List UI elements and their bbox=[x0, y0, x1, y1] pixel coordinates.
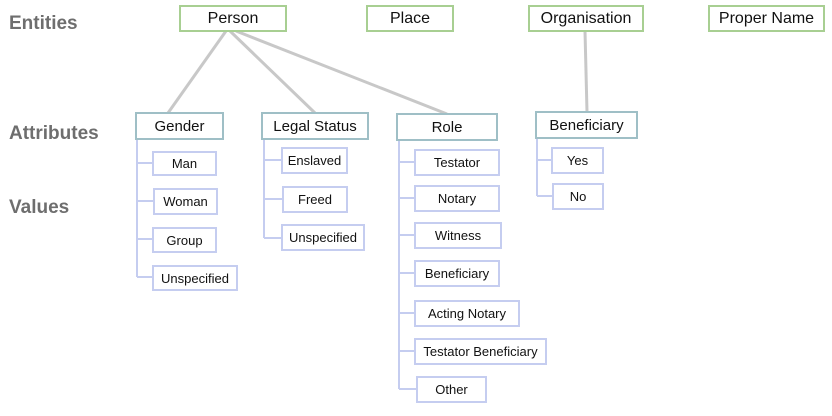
connector-person-gender bbox=[166, 30, 228, 114]
value-legal-enslaved: Enslaved bbox=[281, 147, 348, 174]
row-label-attributes: Attributes bbox=[9, 123, 99, 144]
connector-person-legal-status bbox=[228, 29, 317, 115]
entity-person: Person bbox=[179, 5, 287, 32]
entity-organisation: Organisation bbox=[528, 5, 644, 32]
attribute-legal-status: Legal Status bbox=[261, 112, 369, 140]
value-role-other: Other bbox=[416, 376, 487, 403]
value-gender-woman: Woman bbox=[153, 188, 218, 215]
value-legal-unspecified: Unspecified bbox=[281, 224, 365, 251]
row-label-entities: Entities bbox=[9, 13, 78, 34]
attribute-gender: Gender bbox=[135, 112, 224, 140]
entity-proper-name: Proper Name bbox=[708, 5, 825, 32]
value-gender-unspecified: Unspecified bbox=[152, 265, 238, 291]
value-gender-group: Group bbox=[152, 227, 217, 253]
value-legal-freed: Freed bbox=[282, 186, 348, 213]
value-role-testator: Testator bbox=[414, 149, 500, 176]
value-role-testator-beneficiary: Testator Beneficiary bbox=[414, 338, 547, 365]
value-role-witness: Witness bbox=[414, 222, 502, 249]
value-role-notary: Notary bbox=[414, 185, 500, 212]
connector-person-role bbox=[235, 29, 448, 116]
value-beneficiary-no: No bbox=[552, 183, 604, 210]
value-gender-man: Man bbox=[152, 151, 217, 176]
connector-organisation-beneficiary bbox=[583, 30, 589, 113]
row-label-values: Values bbox=[9, 197, 70, 218]
value-role-beneficiary: Beneficiary bbox=[414, 260, 500, 287]
attribute-role: Role bbox=[396, 113, 498, 141]
value-beneficiary-yes: Yes bbox=[551, 147, 604, 174]
attribute-beneficiary: Beneficiary bbox=[535, 111, 638, 139]
entity-place: Place bbox=[366, 5, 454, 32]
value-role-acting-notary: Acting Notary bbox=[414, 300, 520, 327]
